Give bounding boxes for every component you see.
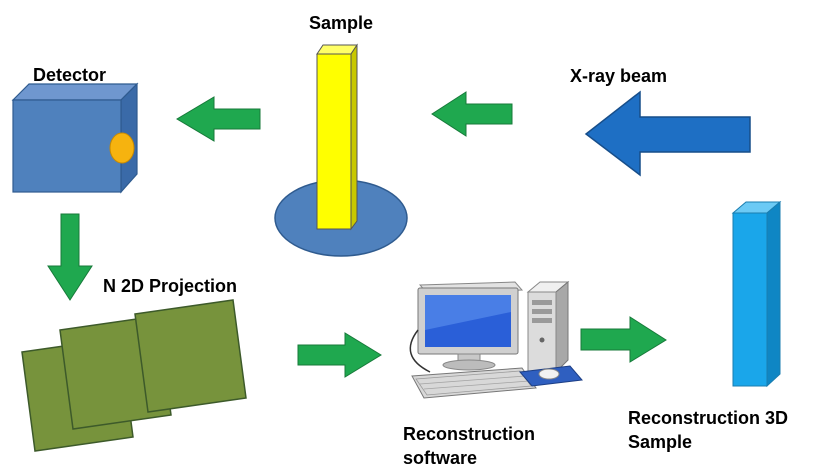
sample-to-detector-arrow-icon	[176, 96, 261, 142]
xray-beam-arrow-icon	[584, 90, 751, 177]
reconstruction-3d-column-icon	[731, 200, 782, 388]
software-label-line1: Reconstruction	[403, 424, 535, 444]
detector-label: Detector	[33, 65, 106, 85]
detector-icon	[11, 82, 139, 194]
detector-lens	[109, 132, 135, 164]
software-label-line2: software	[403, 448, 477, 468]
projection-label: N 2D Projection	[103, 276, 237, 296]
detector-to-projection-arrow-icon	[47, 213, 93, 301]
sample-column-icon	[274, 43, 408, 257]
reconstruction-3d-label-line1: Reconstruction 3D	[628, 408, 788, 428]
xray-beam-label: X-ray beam	[570, 66, 667, 86]
software-to-reconstruction-arrow-icon	[580, 316, 667, 363]
projection-to-software-arrow-icon	[297, 332, 382, 378]
projection-stack-icon	[21, 299, 247, 452]
beam-to-sample-arrow-icon	[431, 91, 513, 137]
reconstruction-3d-label-line2: Sample	[628, 432, 692, 452]
computer-icon	[409, 280, 583, 399]
sample-label: Sample	[309, 13, 373, 33]
